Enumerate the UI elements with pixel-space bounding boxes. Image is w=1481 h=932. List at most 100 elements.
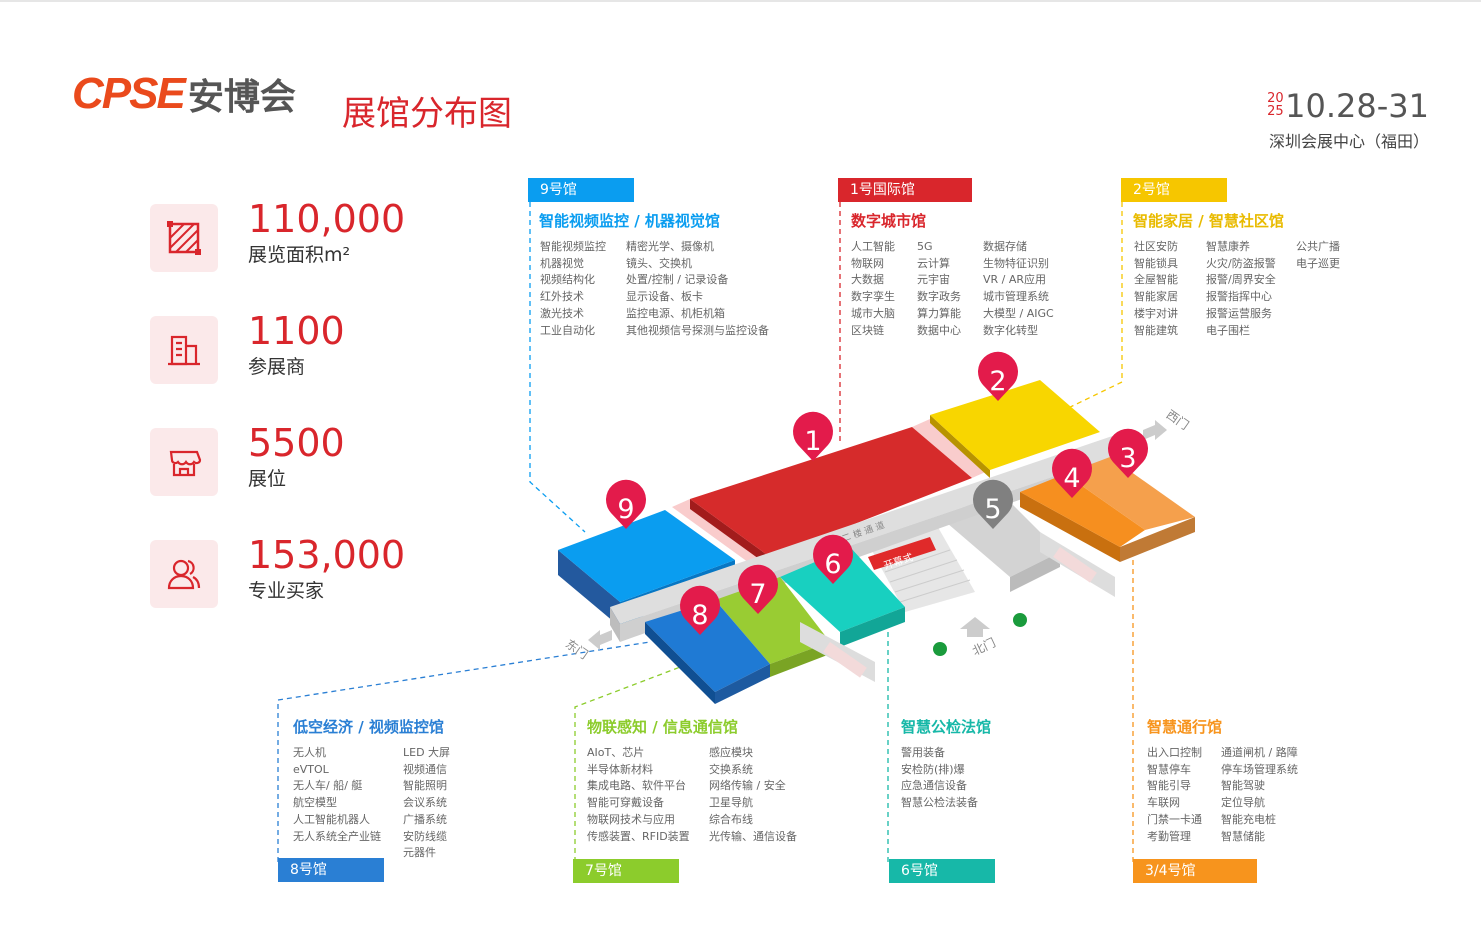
hall-category-item: 数字政务 <box>917 290 961 304</box>
hall-category-item: 监控电源、机柜机箱 <box>626 306 725 320</box>
hall-2-block[interactable] <box>930 380 1100 470</box>
hall-category-item: 生物特征识别 <box>983 256 1049 270</box>
connector-8 <box>277 641 651 862</box>
hall-category-item: 数字孪生 <box>851 290 895 304</box>
hall-category-item: 显示设备、板卡 <box>626 290 703 304</box>
dates: 10.28-31 <box>1285 87 1429 125</box>
hall-category-item: 区块链 <box>851 323 884 337</box>
hall-title: 智慧公检法馆 <box>901 718 992 736</box>
connector-9 <box>529 202 586 533</box>
hall-category-item: 传感装置、RFID装置 <box>587 829 690 843</box>
hall-category-item: 处置/控制 / 记录设备 <box>626 273 729 287</box>
hall-pin-1[interactable]: 1 <box>793 411 833 461</box>
hall-pin-2[interactable]: 2 <box>978 351 1019 401</box>
pin-number: 7 <box>749 579 766 610</box>
hall-tag: 8号馆 <box>278 858 384 882</box>
hall-category-item: 城市管理系统 <box>983 290 1049 304</box>
hall-category-item: 综合布线 <box>709 812 753 826</box>
hall-pin-9[interactable]: 9 <box>605 479 646 529</box>
building-icon <box>150 316 218 384</box>
hall-category-item: VR / AR应用 <box>983 273 1047 287</box>
hall-pin-6[interactable]: 6 <box>813 534 854 584</box>
stat-label: 参展商 <box>248 356 306 378</box>
hall-category-item: 智能照明 <box>403 779 447 793</box>
hall-pin-3[interactable]: 3 <box>1108 428 1148 478</box>
pin-number: 6 <box>824 549 841 580</box>
west-gate-arrow-icon <box>1143 420 1167 440</box>
hall-9-block[interactable] <box>558 510 735 602</box>
hall-6-block[interactable] <box>780 547 905 632</box>
hall-category-item: 无人车/ 船/ 艇 <box>293 779 363 793</box>
hall-category-item: 火灾/防盗报警 <box>1206 256 1276 270</box>
hall-pin-8[interactable]: 8 <box>679 585 720 635</box>
hall-category-item <box>1296 272 1340 289</box>
pin-number: 8 <box>691 600 708 631</box>
map-pin-icon <box>679 585 720 635</box>
users-icon <box>150 540 218 608</box>
hall-category-item: 警用装备 <box>901 746 945 759</box>
hall-category-item: 人工智能 <box>851 240 895 253</box>
hall-category-item: 全屋智能 <box>1134 273 1178 287</box>
area-icon <box>150 204 218 272</box>
hall-category-item: 大数据 <box>851 273 884 287</box>
hall-category-item: 红外技术 <box>540 290 584 304</box>
stat-value: 110,000 <box>248 197 406 241</box>
hall-category-item: 智慧停车 <box>1147 762 1191 776</box>
hall-category-item: 物联网技术与应用 <box>587 812 675 826</box>
hall-8-block[interactable] <box>645 600 770 692</box>
north-gate-label: 北门 <box>970 635 998 659</box>
pin-number: 9 <box>617 494 634 525</box>
hall-title: 数字城市馆 <box>851 212 927 230</box>
hall-category-item: 公共广播 <box>1296 240 1340 253</box>
pin-number: 4 <box>1063 463 1080 494</box>
hall-category-item: 数据中心 <box>917 323 961 337</box>
stairs <box>870 522 975 612</box>
hall-category-item: 报警/周界安全 <box>1206 273 1276 287</box>
hall-7-info: 物联感知 / 信息通信馆 AIoT、芯片感应模块半导体新材料交换系统集成电路、软… <box>573 716 797 883</box>
hall-category-item: 智能可穿戴设备 <box>587 796 664 810</box>
east-gate-label: 东门 <box>563 636 591 662</box>
hall-tag: 7号馆 <box>573 859 679 883</box>
hall-category-item: 数据存储 <box>983 240 1027 253</box>
hall-category-item: 5G <box>917 240 933 253</box>
hall-category-item: 航空模型 <box>293 796 337 810</box>
hall-category-item: 集成电路、软件平台 <box>587 779 686 793</box>
hall-pin-5[interactable]: 5 <box>973 479 1014 529</box>
logo-text: CPSE <box>72 69 186 118</box>
hall-category-item: 报警指挥中心 <box>1206 290 1272 304</box>
hall-tag: 3/4号馆 <box>1133 859 1257 883</box>
hall-category-item: 大模型 / AIGC <box>983 306 1054 320</box>
hall-category-item: LED 大屏 <box>403 746 451 759</box>
west-gate-label: 西门 <box>1164 407 1192 433</box>
page-title: 展馆分布图 <box>342 94 512 134</box>
hall-category-item: 元宇宙 <box>917 273 950 287</box>
connector-7 <box>574 649 726 862</box>
hall-category-item: 报警运营服务 <box>1206 306 1272 320</box>
map-pin-icon <box>813 534 854 584</box>
hall-pin-7[interactable]: 7 <box>738 564 778 614</box>
hall-category-item: 社区安防 <box>1134 240 1178 253</box>
hall-title: 低空经济 / 视频监控馆 <box>293 718 444 736</box>
hall-category-item: 车联网 <box>1147 796 1180 810</box>
hall-tag: 9号馆 <box>528 178 634 202</box>
hall-1-block[interactable] <box>690 427 972 557</box>
stat-value: 1100 <box>248 309 345 353</box>
hall-category-item: 其他视频信号探测与监控设备 <box>626 323 769 337</box>
east-gate-arrow-icon <box>588 630 612 650</box>
hall-category-item: 数字化转型 <box>983 323 1038 337</box>
hall-category-item: 无人机 <box>293 746 326 759</box>
hall-category-item: 智能充电桩 <box>1221 812 1276 826</box>
hall-pin-4[interactable]: 4 <box>1052 448 1092 498</box>
hall-4-block[interactable] <box>1020 474 1145 547</box>
hall-3-block[interactable] <box>1065 457 1195 530</box>
hall-category-item: 机器视觉 <box>540 256 584 270</box>
hall-title: 智慧通行馆 <box>1147 718 1223 736</box>
hall-category-item <box>1296 306 1340 323</box>
hall-category-item: 智能家居 <box>1134 290 1178 304</box>
year-top: 20 <box>1267 91 1284 106</box>
hall-category-item: 城市大脑 <box>851 306 895 320</box>
